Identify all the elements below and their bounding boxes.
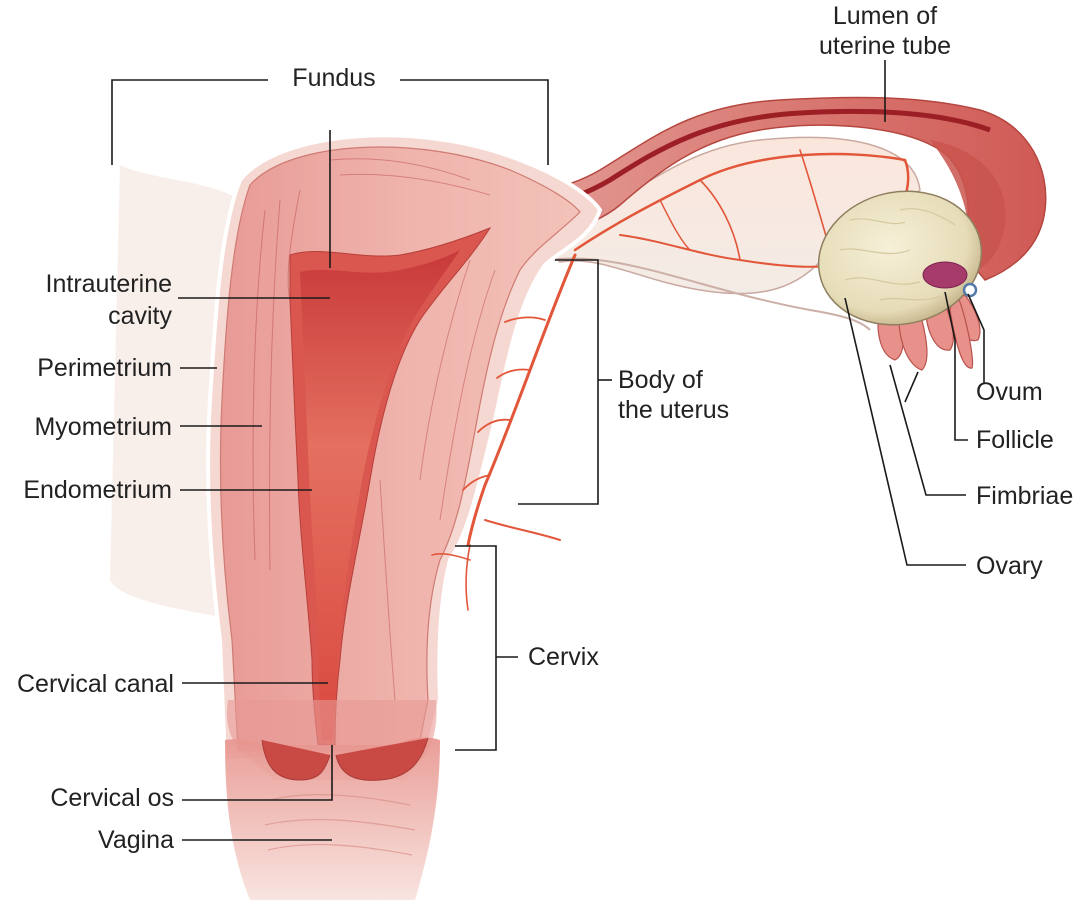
follicle-shape xyxy=(922,261,968,289)
label-fimbriae: Fimbriae xyxy=(976,482,1073,510)
label-intrauterine-line1: Intrauterine xyxy=(46,270,172,298)
ovary-shape xyxy=(817,190,983,326)
label-lumen-line1: Lumen of xyxy=(833,2,937,30)
intrauterine-cavity xyxy=(300,250,460,740)
label-cervical-canal: Cervical canal xyxy=(17,670,174,698)
label-perimetrium: Perimetrium xyxy=(37,354,172,382)
label-body-line1: Body of xyxy=(618,366,703,394)
uterine-vessels xyxy=(431,253,577,611)
label-ovum: Ovum xyxy=(976,378,1043,406)
labels: Fundus Lumen of uterine tube Intrauterin… xyxy=(17,2,1073,854)
label-cervix: Cervix xyxy=(528,643,599,671)
label-follicle: Follicle xyxy=(976,426,1054,454)
label-intrauterine-line2: cavity xyxy=(108,302,172,330)
ovary-texture xyxy=(839,208,956,301)
myometrium-layer xyxy=(219,146,581,751)
ovum-shape xyxy=(962,282,978,298)
label-ovary: Ovary xyxy=(976,552,1043,580)
label-cervical-os: Cervical os xyxy=(50,784,174,812)
leader-lines xyxy=(111,60,985,841)
label-fundus: Fundus xyxy=(292,64,375,92)
label-vagina: Vagina xyxy=(98,826,174,854)
label-endometrium: Endometrium xyxy=(23,476,172,504)
vaginal-fornix-left xyxy=(261,739,331,781)
vaginal-rugae xyxy=(264,793,416,856)
vaginal-fornix-right xyxy=(335,737,429,781)
label-body-line2: the uterus xyxy=(618,396,729,424)
tube-ampulla xyxy=(930,140,1006,275)
myometrium-fibers xyxy=(252,158,496,701)
label-lumen-line2: uterine tube xyxy=(819,32,951,60)
label-myometrium: Myometrium xyxy=(34,413,172,441)
